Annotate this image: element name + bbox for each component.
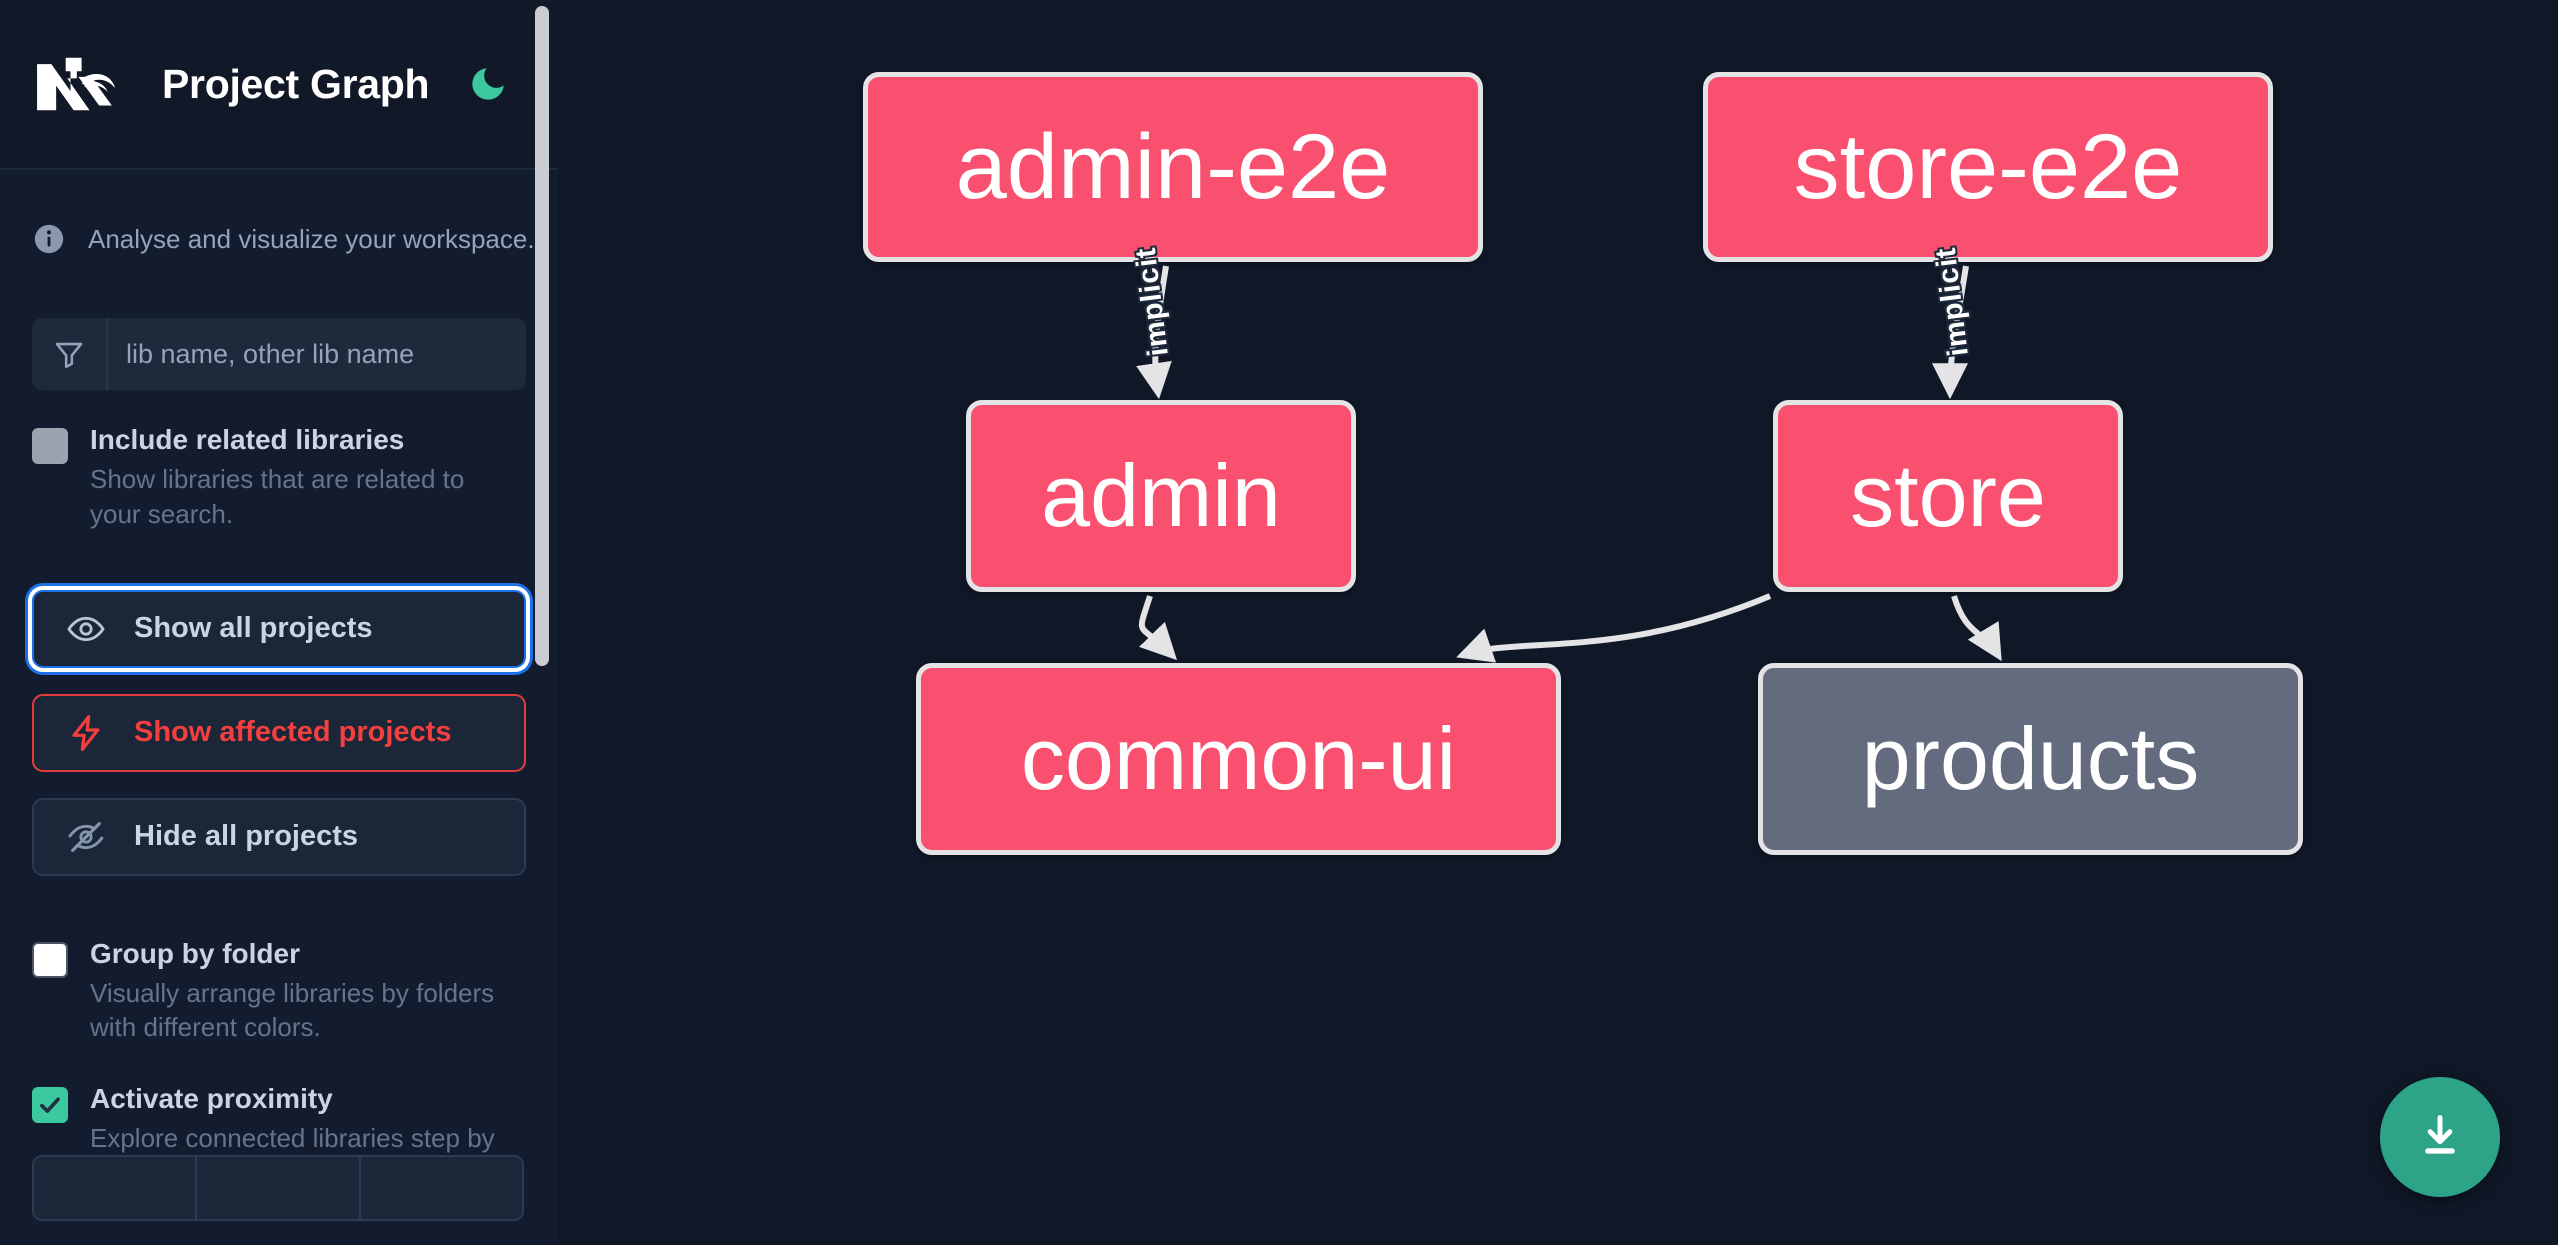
show-all-projects-button[interactable]: Show all projects — [32, 589, 526, 668]
segment-option-2[interactable] — [197, 1156, 361, 1219]
edge-admin-e2e-admin — [1136, 265, 1172, 400]
graph-node-admin[interactable]: admin — [966, 400, 1356, 592]
graph-node-label: common-ui — [1020, 709, 1457, 808]
graph-node-store[interactable]: store — [1773, 400, 2123, 592]
graph-node-store-e2e[interactable]: store-e2e — [1703, 72, 2273, 262]
edge-store-e2e-store — [1932, 265, 1969, 400]
workspace-info: Analyse and visualize your workspace. — [0, 170, 558, 256]
graph-node-label: admin — [1041, 446, 1281, 545]
search-field[interactable] — [32, 318, 526, 390]
sidebar-scrollbar-thumb[interactable] — [535, 6, 549, 666]
graph-node-label: store — [1850, 446, 2046, 545]
sidebar: Project Graph Analyse and visualize yo — [0, 0, 558, 1245]
project-action-buttons: Show all projects Show affected projects — [32, 589, 526, 876]
search-input[interactable] — [108, 318, 526, 390]
segment-option-1[interactable] — [34, 1156, 198, 1219]
segment-option-3[interactable] — [360, 1156, 522, 1219]
show-affected-projects-button[interactable]: Show affected projects — [32, 693, 526, 772]
graph-node-products[interactable]: products — [1758, 663, 2303, 855]
activate-proximity-checkbox[interactable] — [32, 1087, 68, 1124]
page-title: Project Graph — [162, 60, 430, 107]
edge-store-common-ui — [1456, 593, 1772, 663]
graph-node-label: products — [1861, 709, 2200, 808]
moon-icon[interactable] — [465, 61, 511, 107]
edge-admin-common-ui — [1138, 595, 1178, 661]
activate-proximity-label: Activate proximity — [90, 1083, 333, 1115]
sidebar-header: Project Graph — [0, 0, 558, 170]
download-graph-button[interactable] — [2380, 1077, 2500, 1197]
graph-node-common-ui[interactable]: common-ui — [916, 663, 1561, 855]
download-icon — [2425, 1115, 2455, 1154]
sidebar-scrollbar-track[interactable] — [535, 0, 554, 1245]
graph-node-label: admin-e2e — [955, 115, 1391, 218]
workspace-info-text: Analyse and visualize your workspace. — [88, 223, 535, 254]
proximity-segmented-control[interactable] — [32, 1154, 524, 1221]
filter-funnel-icon — [32, 318, 108, 390]
graph-edges — [1136, 265, 2002, 663]
option-include-related-libraries[interactable]: Include related libraries Show libraries… — [0, 390, 558, 532]
eye-icon — [64, 607, 108, 651]
graph-node-admin-e2e[interactable]: admin-e2e — [863, 72, 1483, 262]
hide-all-projects-button[interactable]: Hide all projects — [32, 797, 526, 876]
lightning-icon — [64, 711, 108, 755]
option-group-by-folder[interactable]: Group by folder Visually arrange librari… — [0, 902, 558, 1046]
include-related-libraries-label: Include related libraries — [90, 424, 405, 455]
edge-store-products — [1951, 595, 2002, 662]
show-all-projects-label: Show all projects — [134, 612, 373, 645]
include-related-libraries-checkbox[interactable] — [32, 428, 68, 464]
info-circle-icon — [32, 222, 66, 256]
group-by-folder-checkbox[interactable] — [32, 941, 68, 978]
eye-off-icon — [64, 815, 108, 859]
group-by-folder-label: Group by folder — [90, 937, 300, 969]
include-related-libraries-description: Show libraries that are related to your … — [90, 464, 465, 529]
nx-logo-icon — [32, 53, 128, 115]
show-affected-projects-label: Show affected projects — [134, 716, 452, 749]
graph-canvas[interactable]: admin-e2e store-e2e admin store common-u… — [558, 0, 2558, 1245]
group-by-folder-description: Visually arrange libraries by folders wi… — [90, 977, 495, 1043]
hide-all-projects-label: Hide all projects — [134, 820, 359, 853]
graph-node-label: store-e2e — [1793, 115, 2183, 218]
